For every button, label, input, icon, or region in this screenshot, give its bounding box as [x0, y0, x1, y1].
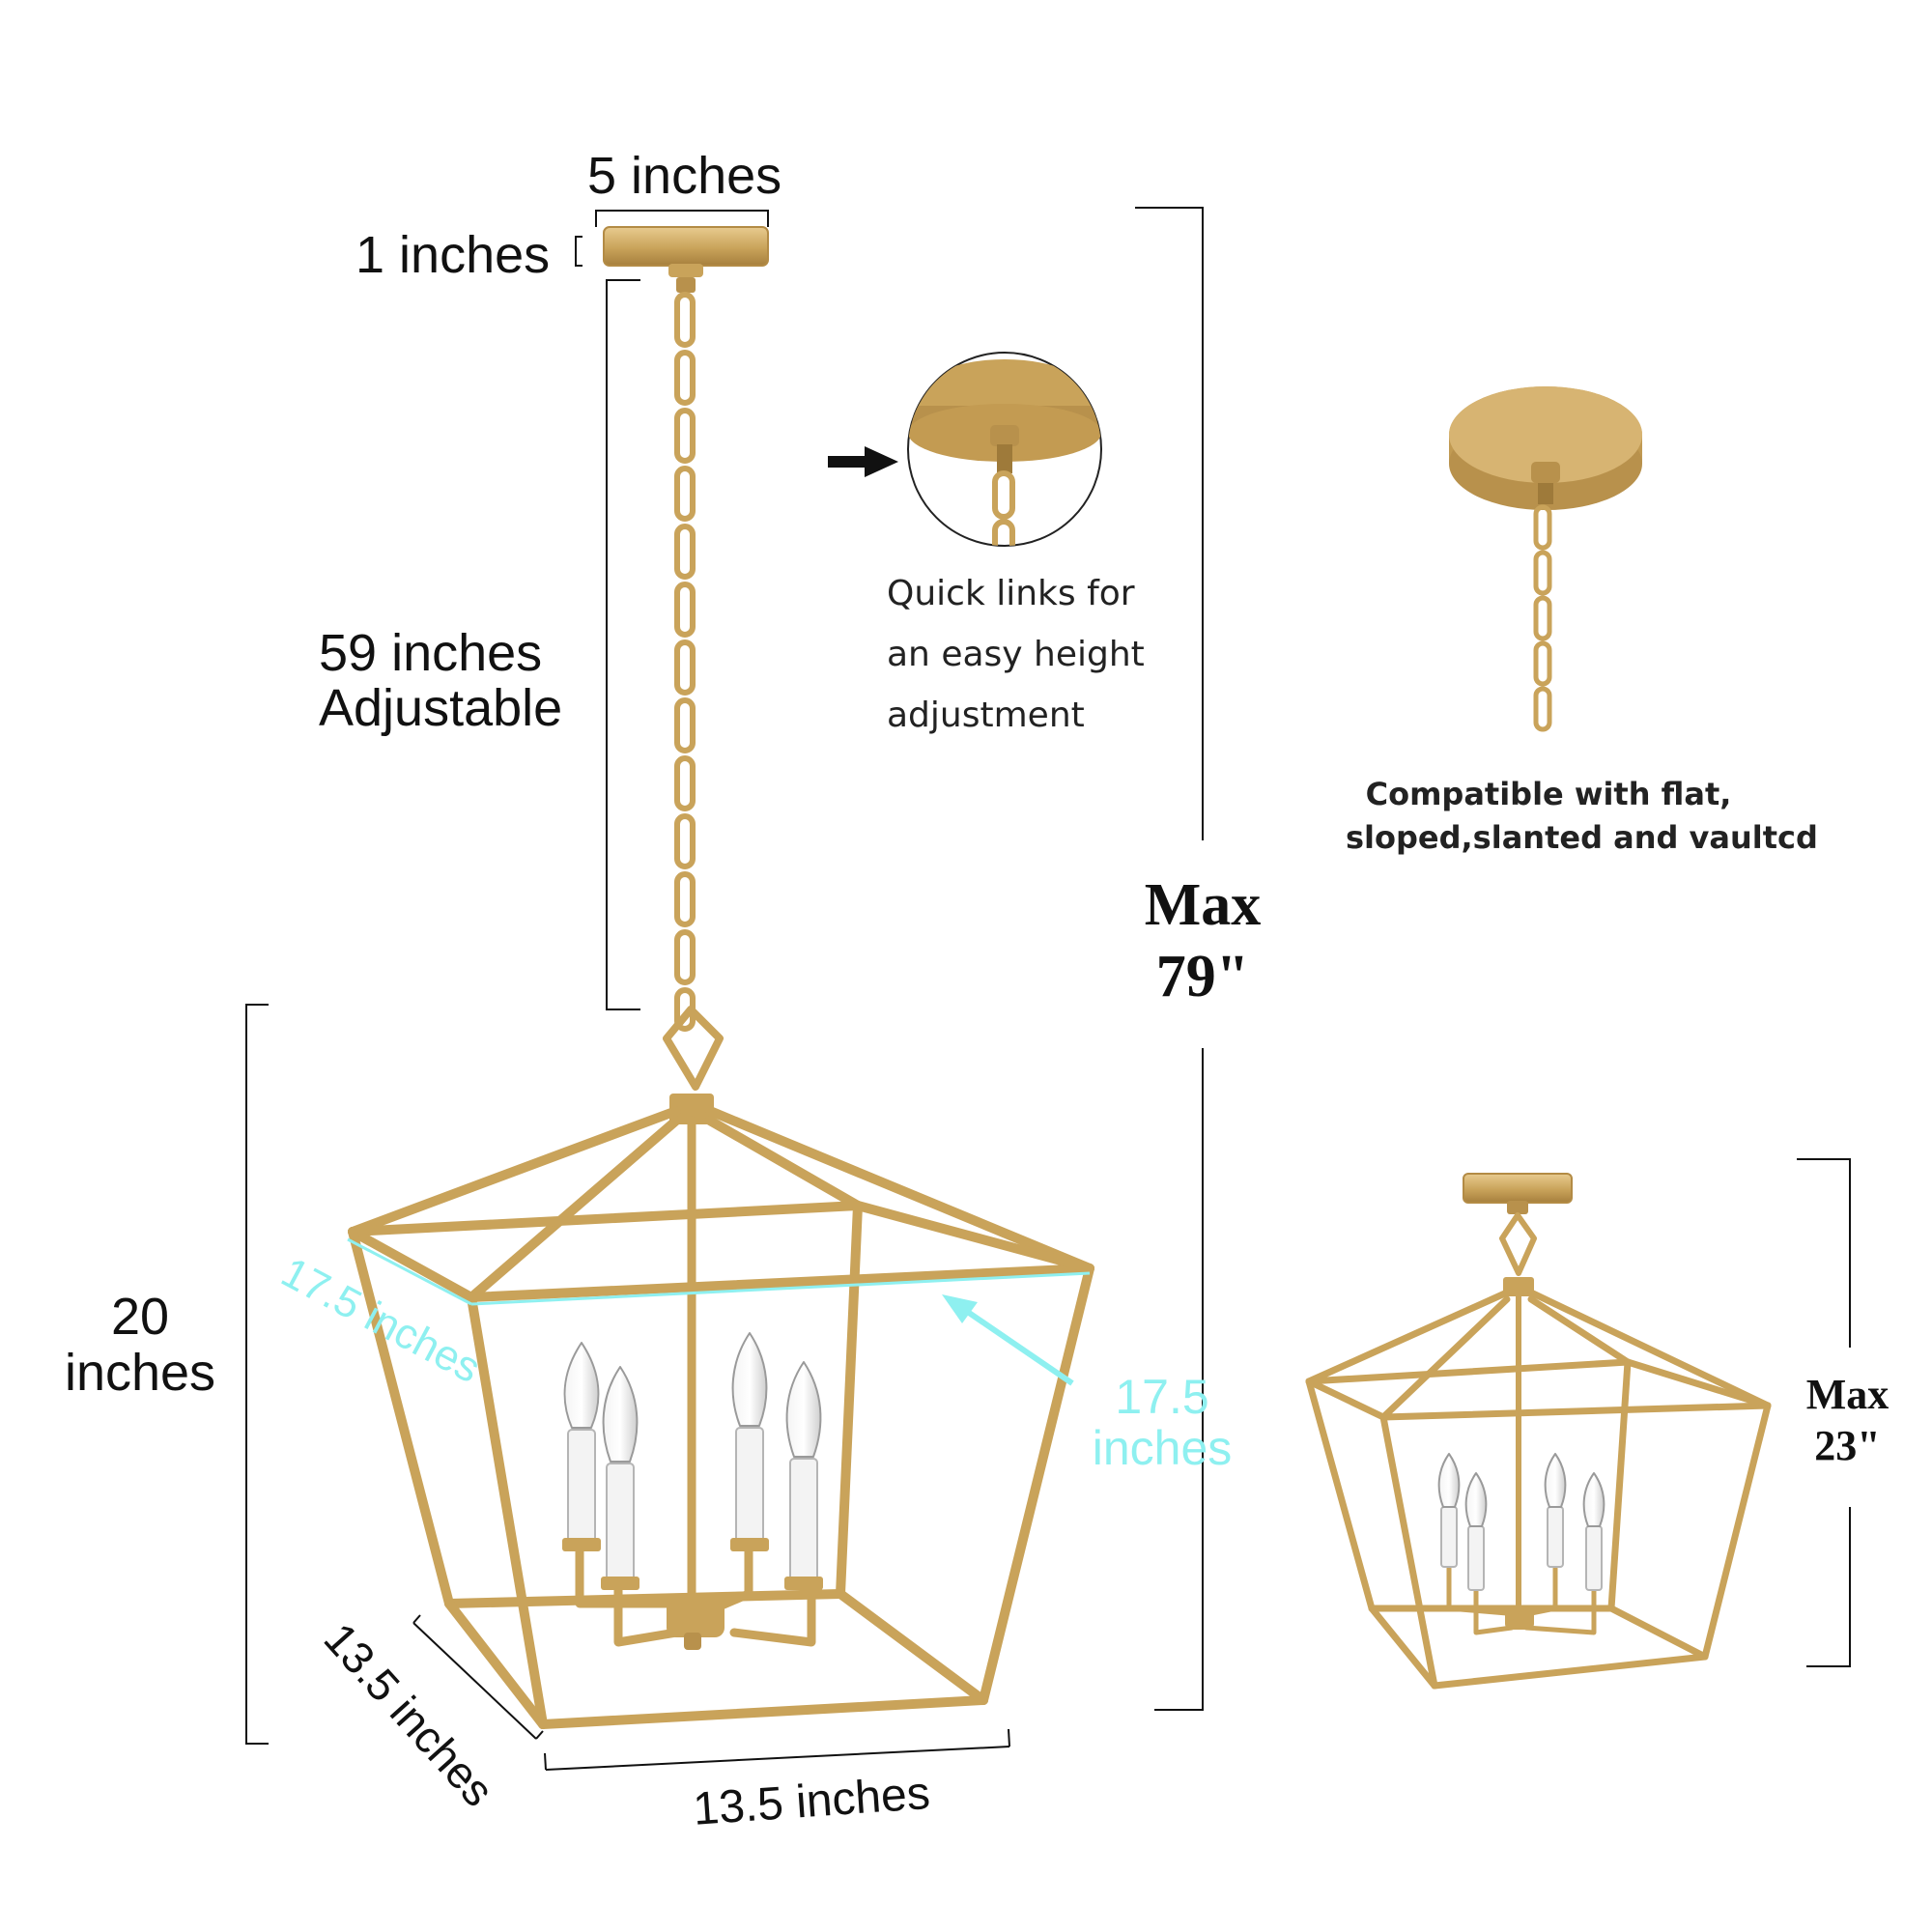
compatible-note: Compatible with flat, sloped,slanted and…	[1346, 773, 1818, 860]
ceiling-canopy	[603, 226, 769, 293]
candle-bulb-icon	[563, 1332, 822, 1463]
chain-length-line2: Adjustable	[319, 678, 563, 737]
quick-links-line1: Quick links for	[887, 574, 1135, 613]
fixture-height-label: 20 inches	[53, 1288, 227, 1402]
candle-cups	[562, 1538, 823, 1590]
compact-max-line2: 23"	[1814, 1421, 1881, 1469]
compact-max-line1: Max	[1805, 1371, 1889, 1418]
quick-links-line3: adjustment	[887, 696, 1085, 735]
candle-sleeves	[567, 1427, 818, 1585]
top-diagonal-right-line2: inches	[1092, 1420, 1233, 1475]
dimension-lines	[245, 207, 1851, 1771]
candle-arms	[575, 1541, 816, 1647]
compact-lantern	[1305, 1173, 1772, 1690]
diamond-loop	[663, 1006, 724, 1091]
max-height-line2: 79"	[1155, 944, 1250, 1010]
sloped-canopy-detail	[1449, 386, 1642, 732]
chain-length-label: 59 inches Adjustable	[319, 626, 562, 735]
top-diagonal-right-line1: 17.5	[1115, 1370, 1209, 1424]
max-height-label: Max 79"	[1121, 869, 1285, 1013]
canopy-width-label: 5 inches	[587, 147, 782, 205]
fixture-height-line1: 20	[110, 1288, 170, 1346]
fixture-height-line2: inches	[64, 1343, 216, 1402]
quick-links-line2: an easy height	[887, 635, 1145, 674]
compact-max-label: Max 23"	[1777, 1370, 1918, 1472]
main-lantern	[348, 226, 1094, 1729]
max-height-line1: Max	[1144, 872, 1262, 938]
lantern-frame	[348, 1106, 1094, 1729]
canopy-height-label: 1 inches	[355, 226, 551, 284]
cyan-measure	[347, 1237, 1091, 1386]
chain-length-line1: 59 inches	[319, 624, 543, 682]
quick-links-note: Quick links for an easy height adjustmen…	[887, 563, 1145, 746]
hanging-chain	[674, 292, 696, 1032]
compatible-line2: sloped,slanted and vaultcd	[1346, 818, 1818, 856]
top-diagonal-right-label: 17.5 inches	[1080, 1372, 1244, 1473]
arrow-right-icon	[828, 446, 898, 477]
compatible-line1: Compatible with flat,	[1365, 776, 1732, 812]
quick-link-detail	[828, 352, 1102, 547]
